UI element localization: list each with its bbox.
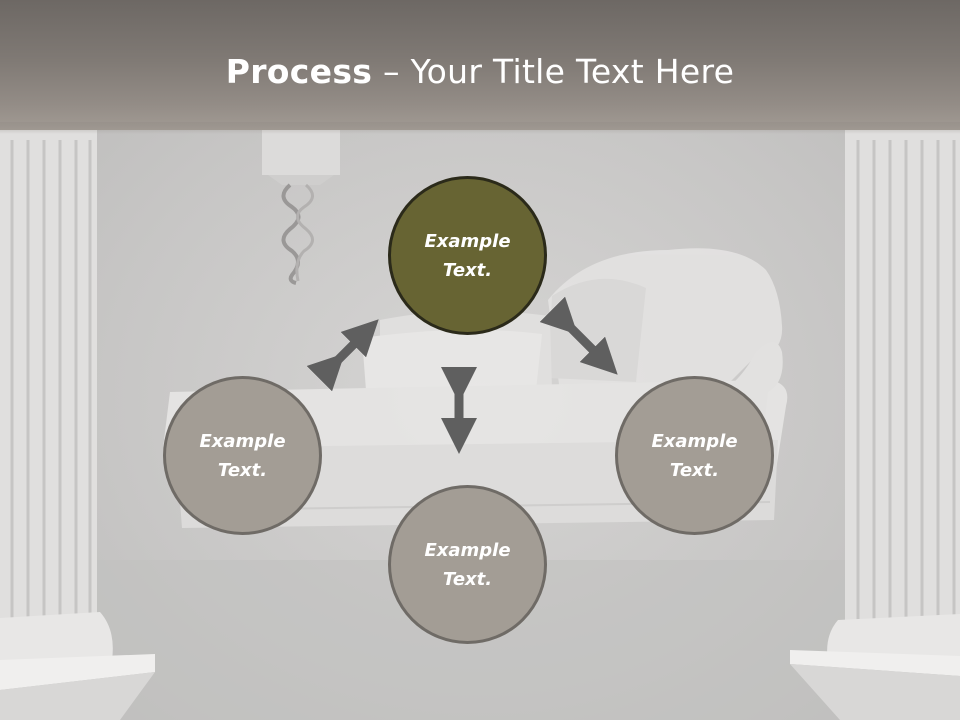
title-rest: – Your Title Text Here bbox=[372, 52, 735, 91]
node-left-line2: Text. bbox=[217, 459, 268, 481]
node-top-line2: Text. bbox=[442, 259, 493, 281]
node-right-line1: Example bbox=[651, 430, 738, 452]
node-right-text: Example Text. bbox=[651, 427, 737, 485]
node-right-line2: Text. bbox=[669, 459, 720, 481]
title-bold: Process bbox=[225, 52, 373, 91]
slide-title: Process – Your Title Text Here bbox=[0, 52, 960, 91]
node-left-text: Example Text. bbox=[199, 427, 285, 485]
left-column-illustration bbox=[0, 130, 155, 720]
right-column-illustration bbox=[790, 130, 960, 720]
node-bottom[interactable]: Example Text. bbox=[388, 485, 547, 644]
chandelier-icon bbox=[262, 130, 340, 285]
node-top-line1: Example bbox=[424, 230, 511, 252]
node-top-text: Example Text. bbox=[424, 227, 510, 285]
title-bar bbox=[0, 0, 960, 130]
node-bottom-line1: Example bbox=[424, 539, 511, 561]
node-bottom-text: Example Text. bbox=[424, 536, 510, 594]
node-left[interactable]: Example Text. bbox=[163, 376, 322, 535]
node-right[interactable]: Example Text. bbox=[615, 376, 774, 535]
title-bar-fade bbox=[0, 122, 960, 134]
node-left-line1: Example bbox=[199, 430, 286, 452]
node-top[interactable]: Example Text. bbox=[388, 176, 547, 335]
node-bottom-line2: Text. bbox=[442, 568, 493, 590]
